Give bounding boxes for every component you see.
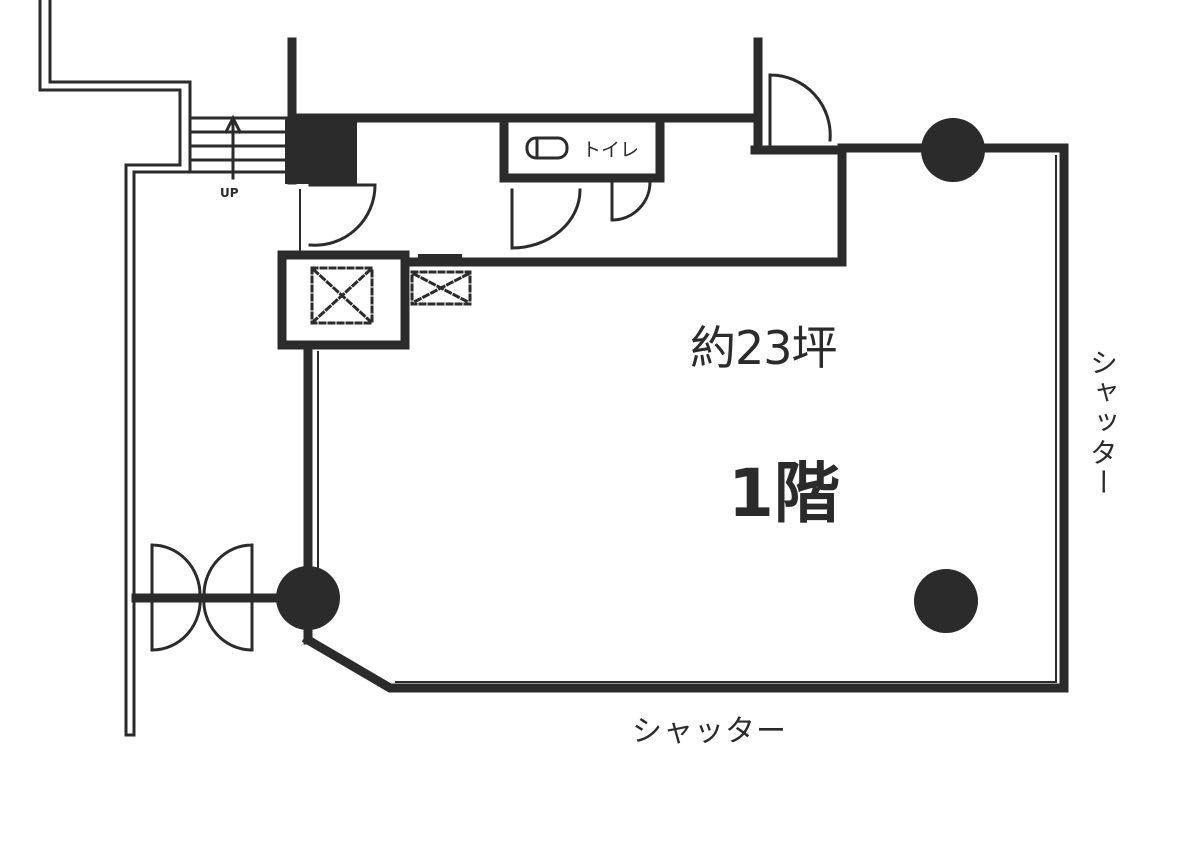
shutter-label-bottom: シャッター xyxy=(632,714,787,749)
shutter-label-right: シャッター xyxy=(1086,348,1119,498)
door-toilet-hall xyxy=(510,188,582,250)
equipment-shaft xyxy=(410,270,472,306)
door-stairs xyxy=(308,183,377,247)
door-double-left xyxy=(150,543,202,652)
column-block xyxy=(285,118,357,184)
area-label: 約23坪 xyxy=(690,321,838,375)
staircase xyxy=(190,114,290,180)
stairs-up-label: UP xyxy=(220,186,239,200)
door-top-right xyxy=(768,73,832,150)
column-left xyxy=(276,566,340,630)
toilet-fixture-icon xyxy=(525,136,569,160)
shutter-lines xyxy=(299,155,1057,683)
doors xyxy=(150,73,832,652)
column-top-right xyxy=(921,118,985,182)
column-right xyxy=(914,569,978,633)
door-toilet xyxy=(610,178,652,222)
floor-label: 1階 xyxy=(728,455,840,532)
outer-building-outline xyxy=(38,0,192,737)
toilet-label: トイレ xyxy=(582,139,640,161)
wall-vents xyxy=(318,254,550,264)
structural-elements xyxy=(276,118,985,633)
door-double-right xyxy=(202,543,254,652)
interior-walls xyxy=(277,37,847,350)
elevator-shaft xyxy=(310,266,374,325)
